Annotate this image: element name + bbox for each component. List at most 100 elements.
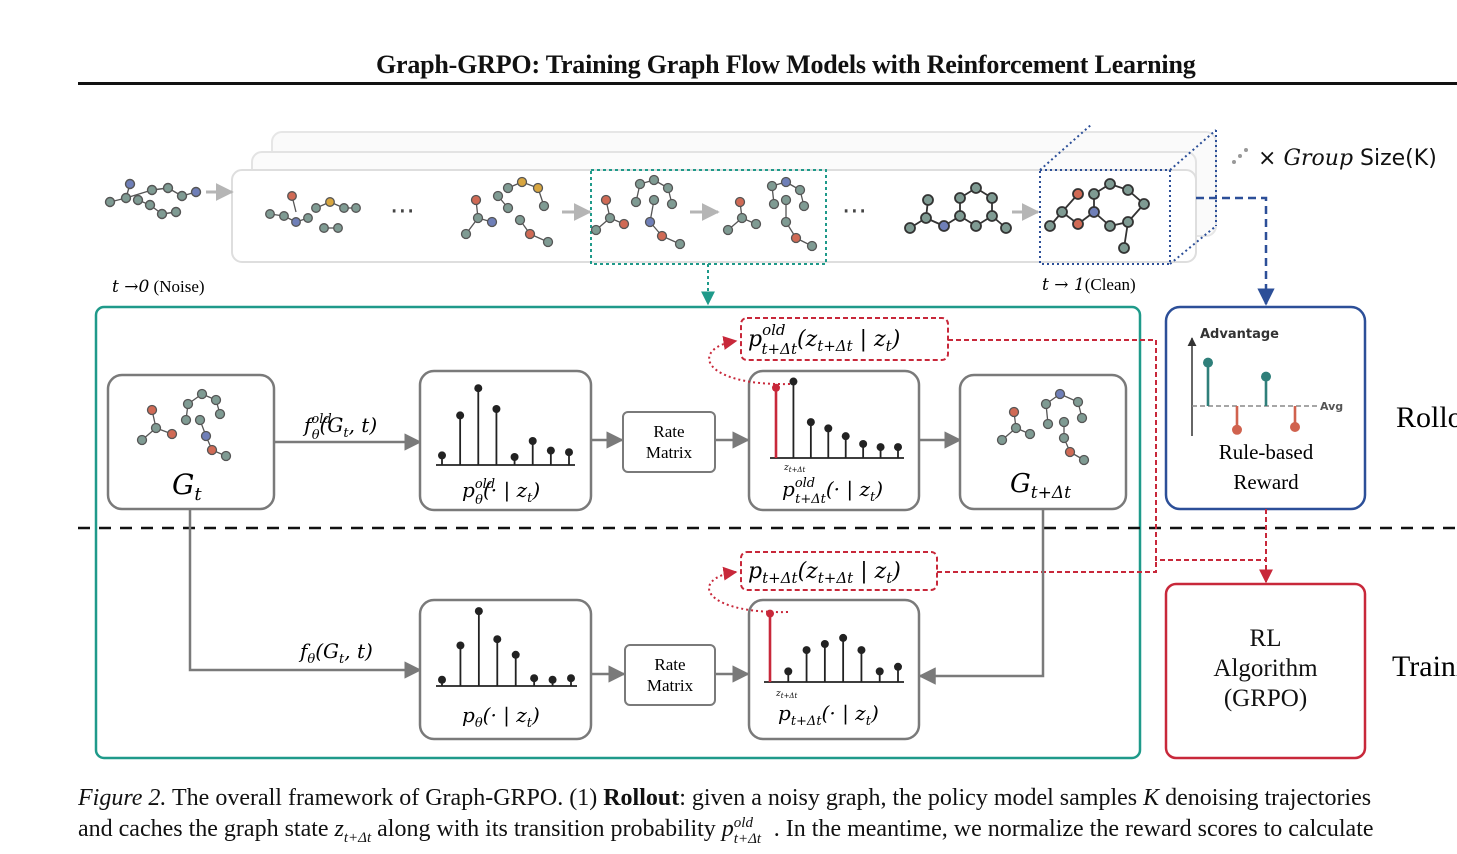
graph-step-3 xyxy=(590,174,686,250)
train-sampled-head-7 xyxy=(894,662,902,671)
rollout-sampled-head-2 xyxy=(806,418,815,427)
trajectory-band xyxy=(231,131,1217,263)
traj-ellipsis-1: ··· xyxy=(390,197,415,227)
train-sampled-head-5 xyxy=(857,646,866,655)
rollout-sampled-head-6 xyxy=(876,443,885,452)
graph-clean xyxy=(1044,178,1150,254)
gtdt-graph xyxy=(996,388,1090,466)
arrow-gtdt-to-training xyxy=(918,509,1045,685)
graph-step-2 xyxy=(460,176,554,248)
rl-text-line1: RL xyxy=(1249,625,1282,652)
rollout-policy-head-0 xyxy=(438,451,446,460)
rollout-policy-head-7 xyxy=(565,448,573,457)
framework-diagram: ··· xyxy=(78,123,1457,760)
train-policy-head-7 xyxy=(567,674,575,683)
traj-ellipsis-2: ··· xyxy=(842,197,867,227)
train-sampled-head-4 xyxy=(839,633,848,642)
rollout-policy-head-5 xyxy=(528,437,537,445)
rollout-policy-head-2 xyxy=(474,384,483,393)
rollout-sampled-head-4 xyxy=(841,432,850,441)
clean-graph-cube xyxy=(1039,123,1217,265)
train-policy-head-0 xyxy=(438,675,446,684)
train-policy-head-6 xyxy=(548,675,557,684)
stems-advantage xyxy=(1203,357,1300,435)
rollout-sampled-head-7 xyxy=(894,443,902,452)
rollout-policy-head-3 xyxy=(492,405,501,413)
f-theta-label: fθ(Gt, t) xyxy=(298,639,373,667)
arrow-gt-to-training xyxy=(188,509,422,679)
section-label-rollout: Rollout xyxy=(1396,401,1457,434)
noise-label: t →0 (Noise) xyxy=(112,277,205,297)
advantage-head-1 xyxy=(1232,424,1242,435)
train-policy-head-5 xyxy=(530,674,539,683)
sampled-label: pt+Δt(· | zt) xyxy=(778,701,879,729)
advantage-head-0 xyxy=(1203,357,1213,368)
train-policy-head-2 xyxy=(474,607,483,616)
z-marker-rollout: zt+Δt xyxy=(783,463,805,474)
rollout-policy-head-4 xyxy=(510,453,519,461)
rollout-sampled-head-1 xyxy=(789,377,798,386)
advantage-head-2 xyxy=(1261,371,1271,382)
rate-matrix-1 xyxy=(622,411,716,473)
advantage-axis-label: Advantage xyxy=(1200,327,1279,342)
graph-noise-input xyxy=(104,178,202,220)
rollout-sampled-head-5 xyxy=(859,439,868,448)
advantage-head-3 xyxy=(1290,422,1300,432)
caption-figure-label: Figure 2. xyxy=(78,785,167,811)
link-new-to-rl xyxy=(937,560,1157,573)
rl-box xyxy=(1164,582,1367,760)
caption-line-1: Figure 2. The overall framework of Graph… xyxy=(78,785,1372,811)
rl-text-line3: (GRPO) xyxy=(1223,685,1308,712)
gtdt-label: Gt+Δt xyxy=(1010,469,1071,503)
rl-text: RL Algorithm (GRPO) xyxy=(1166,624,1365,714)
train-policy-head-3 xyxy=(493,635,502,644)
policy-label: pθ(· | zt) xyxy=(462,703,540,731)
rate-matrix-2-line1: Rate xyxy=(654,655,685,674)
reward-line2: Reward xyxy=(1233,470,1299,494)
train-policy-head-1 xyxy=(456,641,465,650)
train-sampled-head-2 xyxy=(802,646,811,655)
graph-step-1 xyxy=(265,191,361,233)
group-size-label: × Group Size(K) xyxy=(1258,146,1437,171)
cache-curve-training xyxy=(708,566,789,614)
gt-graph xyxy=(136,388,232,462)
header-rule xyxy=(78,82,1457,85)
reward-line1: Rule-based xyxy=(1219,440,1314,464)
rollout-policy-head-1 xyxy=(456,411,465,420)
clean-label: t → 1(Clean) xyxy=(1042,275,1136,295)
rate-matrix-2-line2: Matrix xyxy=(647,676,694,695)
arrow-to-reward xyxy=(1196,196,1275,306)
rollout-sampled-head-3 xyxy=(824,424,833,433)
policy-box xyxy=(418,598,593,741)
gt-label: Gt xyxy=(172,468,202,505)
link-cached-to-rl xyxy=(948,339,1266,561)
group-dots xyxy=(1232,148,1248,164)
stems-train-policy xyxy=(436,607,577,687)
rate-matrix-1-line2: Matrix xyxy=(646,443,693,462)
new-prob-label: pt+Δt(zt+Δt | zt) xyxy=(748,559,901,587)
rl-text-line2: Algorithm xyxy=(1213,655,1318,682)
train-policy-head-4 xyxy=(511,650,520,659)
stems-train-sampled xyxy=(764,609,904,683)
figure-caption: Figure 2. The overall framework of Graph… xyxy=(78,783,1457,854)
z-marker-training: zt+Δt xyxy=(775,689,797,700)
graph-step-5 xyxy=(904,182,1012,234)
cache-curve-rollout xyxy=(708,335,791,386)
rollout-policy-head-6 xyxy=(546,446,555,455)
stems-rollout-policy xyxy=(436,384,575,466)
caption-line-2: and caches the graph state zt+Δt along w… xyxy=(78,815,1374,847)
rate-matrix-2 xyxy=(624,644,716,706)
rate-matrix-1-line1: Rate xyxy=(653,422,684,441)
avg-label: Avg xyxy=(1320,400,1343,413)
graph-step-4 xyxy=(722,176,818,252)
rollout-sampled-head-0 xyxy=(772,383,780,392)
page-title: Graph-GRPO: Training Graph Flow Models w… xyxy=(376,50,1196,79)
stems-rollout-sampled xyxy=(770,377,904,459)
framework-box xyxy=(94,305,1142,760)
train-sampled-head-1 xyxy=(784,667,793,676)
section-label-training: Training xyxy=(1392,650,1457,683)
